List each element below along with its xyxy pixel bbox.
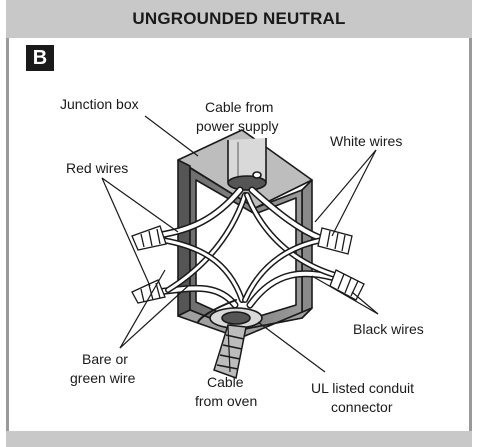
figure-frame: [6, 0, 472, 447]
leader-white-1: [331, 149, 377, 237]
wire-nut-left-top: [131, 225, 167, 251]
label-bare-1: Bare or: [82, 351, 128, 367]
label-bare-2: green wire: [70, 370, 136, 386]
leader-red-2: [101, 177, 151, 287]
label-cable-power-2: power supply: [196, 118, 279, 134]
footer-bar: [6, 431, 472, 447]
label-red-wires: Red wires: [66, 160, 129, 176]
power-cable: [227, 138, 267, 191]
leader-oven-cable: [227, 325, 231, 373]
wire-bundle: [151, 186, 341, 323]
label-white-wires: White wires: [330, 133, 403, 149]
wire-nut-right-bottom: [329, 269, 365, 301]
header-bar: [6, 0, 472, 38]
label-cable-oven-1: Cable: [207, 374, 244, 390]
leader-ul-connector: [257, 321, 326, 373]
oven-cable: [213, 324, 247, 380]
label-ul-2: connector: [331, 399, 393, 415]
label-ul-1: UL listed conduit: [311, 380, 414, 396]
leader-black-1: [311, 275, 379, 315]
label-black-wires: Black wires: [353, 321, 424, 337]
leader-bare-2: [119, 269, 166, 349]
conduit-connector: [209, 307, 263, 329]
leader-black-2: [351, 291, 379, 315]
leader-red-1: [101, 177, 179, 233]
figure-badge: B: [26, 45, 54, 71]
wire-nut-right-top: [317, 227, 353, 255]
label-cable-oven-2: from oven: [195, 393, 258, 409]
label-junction-box: Junction box: [60, 96, 139, 112]
figure-title: UNGROUNDED NEUTRAL: [132, 9, 346, 28]
leader-white-2: [314, 149, 377, 223]
leader-bare-1: [119, 285, 189, 349]
leader-junction-box: [144, 115, 199, 157]
label-cable-power-1: Cable from: [205, 99, 274, 115]
leader-lines: [101, 115, 379, 373]
